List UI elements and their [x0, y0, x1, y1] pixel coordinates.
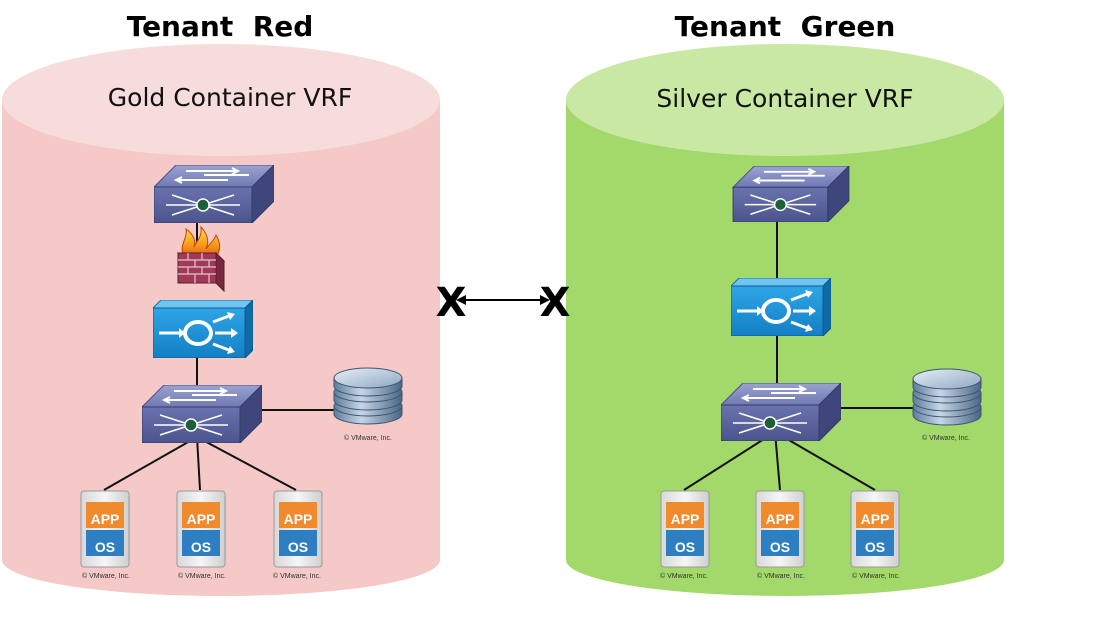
vm-app-label: APP	[187, 511, 216, 527]
vm-app-label: APP	[766, 511, 795, 527]
green-storage-icon	[912, 368, 982, 426]
vm-copyright: © VMware, Inc.	[273, 572, 321, 580]
green-storage-copyright: © VMware, Inc.	[922, 434, 970, 442]
vm-copyright: © VMware, Inc.	[852, 572, 900, 580]
red-vm-3: APP OS © VMware, Inc.	[273, 490, 323, 580]
red-cylinder-top	[2, 44, 440, 156]
vm-os-label: OS	[865, 539, 885, 555]
vm-icon	[850, 490, 900, 568]
vm-copyright: © VMware, Inc.	[178, 572, 226, 580]
vm-app-label: APP	[284, 511, 313, 527]
vm-os-label: OS	[675, 539, 695, 555]
green-cylinder-body	[566, 100, 1004, 596]
green-links	[683, 220, 913, 491]
vm-icon	[176, 490, 226, 568]
vm-app-label: APP	[861, 511, 890, 527]
green-core-switch-icon	[732, 166, 850, 222]
vm-os-label: OS	[191, 539, 211, 555]
vm-icon	[755, 490, 805, 568]
green-vm-2: APP OS © VMware, Inc.	[755, 490, 805, 580]
green-access-switch-icon	[721, 383, 841, 441]
red-storage-icon	[333, 367, 403, 425]
red-vm-1: APP OS © VMware, Inc.	[80, 490, 130, 580]
green-vm-1: APP OS © VMware, Inc.	[660, 490, 710, 580]
tenant-green-container	[566, 44, 1004, 596]
red-core-switch-icon	[154, 165, 274, 223]
gold-vrf-label: Gold Container VRF	[107, 83, 353, 112]
vm-copyright: © VMware, Inc.	[660, 572, 708, 580]
red-load-balancer-icon	[153, 300, 253, 358]
vm-icon	[80, 490, 130, 568]
red-access-switch-icon	[142, 385, 262, 443]
vm-app-label: APP	[91, 511, 120, 527]
arrow-right-icon	[540, 295, 550, 305]
vm-os-label: OS	[95, 539, 115, 555]
vm-copyright: © VMware, Inc.	[82, 572, 130, 580]
vm-os-label: OS	[288, 539, 308, 555]
green-vm-3: APP OS © VMware, Inc.	[850, 490, 900, 580]
vm-icon	[273, 490, 323, 568]
block-left-x-icon: X	[436, 280, 467, 326]
red-storage-copyright: © VMware, Inc.	[344, 434, 392, 442]
vm-icon	[660, 490, 710, 568]
blocked-link: X X	[436, 280, 571, 326]
vm-copyright: © VMware, Inc.	[757, 572, 805, 580]
red-firewall-icon	[177, 226, 225, 292]
tenant-green-title: Tenant Green	[674, 10, 896, 43]
red-vm-2: APP OS © VMware, Inc.	[176, 490, 226, 580]
block-right-x-icon: X	[540, 280, 571, 326]
green-load-balancer-icon	[731, 278, 831, 336]
vm-app-label: APP	[671, 511, 700, 527]
arrow-left-icon	[456, 295, 466, 305]
vm-os-label: OS	[770, 539, 790, 555]
green-cylinder-top	[566, 44, 1004, 156]
tenant-red-title: Tenant Red	[126, 10, 314, 43]
silver-vrf-label: Silver Container VRF	[656, 84, 914, 113]
